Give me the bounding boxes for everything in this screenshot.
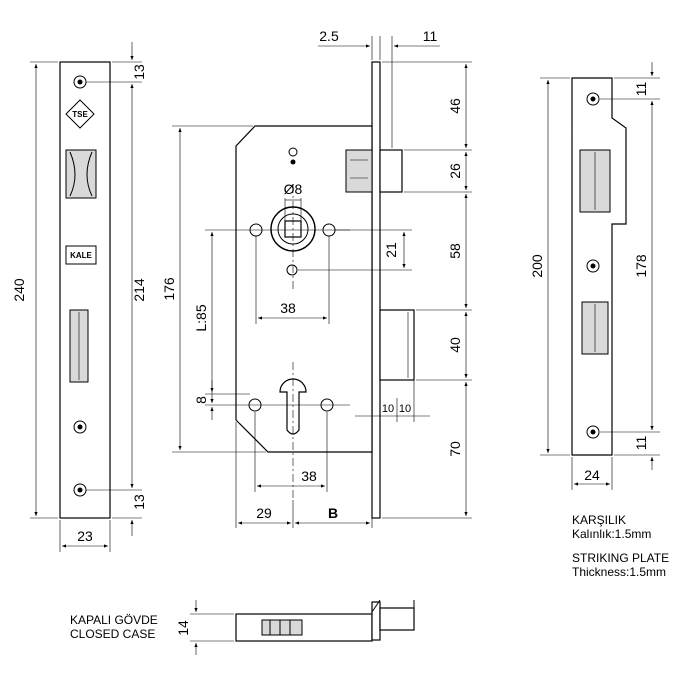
closed-case-body bbox=[235, 613, 373, 642]
closed-case-thickness-label: 14 bbox=[175, 620, 191, 636]
backset-label: B bbox=[328, 505, 338, 521]
faceplate-hole-distance-label: 214 bbox=[131, 278, 147, 302]
dead-bolt bbox=[379, 309, 415, 381]
latch-bolt bbox=[345, 149, 373, 193]
lock-case-outline bbox=[235, 125, 373, 453]
svg-text:KALE: KALE bbox=[70, 251, 92, 260]
spindle-diameter-label: Ø8 bbox=[284, 181, 303, 197]
strike-thickness-tr: Kalınlık:1.5mm bbox=[572, 527, 651, 541]
top-offset-label: 11 bbox=[423, 28, 438, 44]
strike-width-label: 24 bbox=[584, 467, 600, 483]
striking-plate-view: 200 178 11 11 24 KARŞILIK Kalınlık:1.5mm… bbox=[529, 62, 669, 579]
strike-label-tr: KARŞILIK bbox=[572, 513, 626, 527]
faceplate-top-margin-label: 13 bbox=[131, 64, 147, 80]
hole-spacing-bottom-label: 38 bbox=[301, 468, 317, 484]
closed-case-label-en: CLOSED CASE bbox=[70, 627, 155, 641]
l-distance-label: L:85 bbox=[193, 304, 209, 331]
faceplate-view: TSE KALE 240 214 13 bbox=[11, 42, 147, 552]
lock-body-view: Ø8 21 38 L:85 8 176 38 29 bbox=[161, 28, 472, 528]
faceplate-mid-screw-icon bbox=[73, 420, 87, 434]
strike-label-en: STRIKING PLATE bbox=[572, 551, 669, 565]
closed-case-view: 14 KAPALI GÖVDE CLOSED CASE bbox=[70, 599, 415, 655]
faceplate-height-label: 240 bbox=[11, 278, 27, 302]
strike-hole-distance-label: 178 bbox=[633, 254, 649, 278]
top-plate-label: 2.5 bbox=[319, 28, 339, 44]
latch-bolt-icon bbox=[65, 149, 97, 199]
faceplate-bottom-margin-label: 13 bbox=[131, 494, 147, 510]
faceplate-outline bbox=[59, 61, 111, 519]
front-plate bbox=[371, 61, 381, 519]
strike-height-label: 200 bbox=[529, 254, 545, 278]
bottom-left-label: 29 bbox=[256, 505, 272, 521]
gap-46-label: 46 bbox=[447, 98, 463, 114]
svg-text:TSE: TSE bbox=[72, 110, 88, 119]
gap-58-label: 58 bbox=[447, 243, 463, 259]
spindle-bottom-hole-icon bbox=[286, 264, 298, 276]
strike-bottom-screw-icon bbox=[586, 425, 600, 439]
closed-case-label-tr: KAPALI GÖVDE bbox=[70, 613, 158, 627]
gap-40-label: 40 bbox=[447, 337, 463, 353]
strike-thickness-en: Thickness:1.5mm bbox=[572, 565, 666, 579]
strike-mid-screw-icon bbox=[586, 259, 600, 273]
cylinder-offset-label: 8 bbox=[193, 396, 209, 404]
strike-top-screw-icon bbox=[586, 92, 600, 106]
strike-top-margin-label: 11 bbox=[633, 82, 649, 97]
bolt-left-label: 10 bbox=[382, 403, 394, 415]
deadbolt-slot-icon bbox=[69, 309, 89, 383]
body-height-label: 176 bbox=[161, 277, 177, 301]
gap-26-label: 26 bbox=[447, 163, 463, 179]
lever-slot-icon bbox=[288, 147, 298, 165]
hole-spacing-top-label: 38 bbox=[280, 300, 296, 316]
spindle-offset-label: 21 bbox=[383, 242, 399, 258]
faceplate-width-label: 23 bbox=[77, 528, 93, 544]
gap-70-label: 70 bbox=[447, 441, 463, 457]
kale-logo-icon: KALE bbox=[65, 245, 97, 265]
tse-logo-icon: TSE bbox=[65, 99, 95, 129]
bolt-right-label: 10 bbox=[399, 403, 411, 415]
strike-bottom-margin-label: 11 bbox=[633, 436, 649, 451]
